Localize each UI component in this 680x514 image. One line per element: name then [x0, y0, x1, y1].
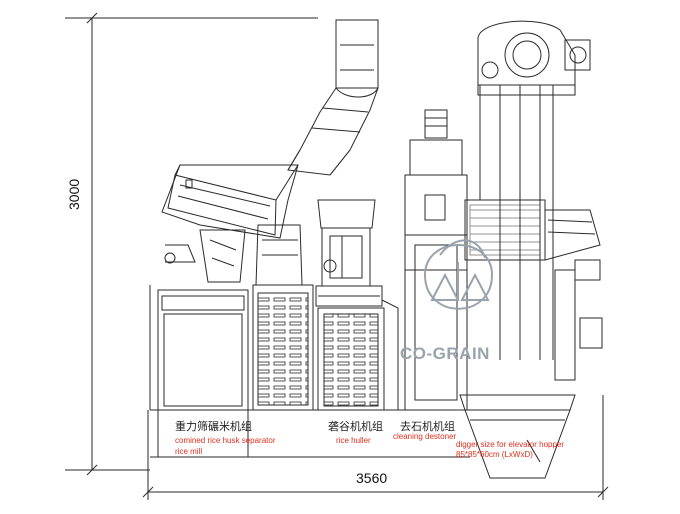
bucket-elevator: [464, 20, 603, 381]
aspiration-duct: [287, 19, 379, 176]
control-cabinet: [252, 224, 314, 411]
destoner: [404, 109, 468, 411]
width-dimension-label: 3560: [356, 470, 388, 486]
section-label-destoner-cn: 去石机机组: [400, 420, 455, 433]
width-dimension-line: [142, 395, 609, 500]
logo-text: CO-GRAIN: [400, 344, 490, 363]
hopper-note-line-1: digger size for elevator hopper: [456, 440, 565, 449]
section-label-huller-cn: 砻谷机机组: [328, 420, 383, 433]
gravity-separator: [161, 164, 299, 283]
rice-mill-body: [149, 285, 249, 457]
rice-huller: [315, 199, 399, 411]
hopper-note-line-2: 85*85*60cm (LxWxD): [456, 450, 533, 459]
section-label-rice-mill-cn: 重力筛碾米机组: [175, 420, 252, 433]
section-label-huller-en: rice huller: [336, 436, 371, 445]
feed-hopper: [459, 394, 576, 479]
section-label-rice-mill-en-2: rice mill: [175, 447, 203, 456]
height-dimension-line: [65, 12, 318, 476]
section-label-destoner-en: cleaning destoner: [393, 432, 457, 441]
logo-emblem: [423, 239, 494, 310]
section-label-rice-mill-en: comined rice husk separator: [175, 436, 276, 445]
height-dimension-label: 3000: [66, 178, 82, 210]
